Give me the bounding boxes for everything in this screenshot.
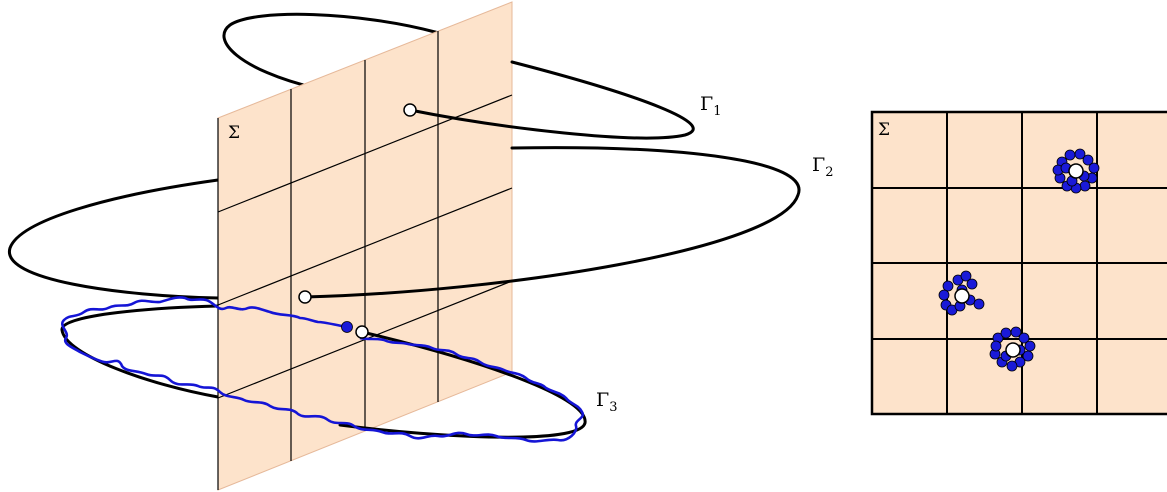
hit-cluster-3 bbox=[989, 326, 1036, 372]
sigma-section-grid bbox=[872, 112, 1167, 414]
orbit-gamma2-back bbox=[8, 178, 220, 300]
intersection-point-gamma3 bbox=[355, 325, 369, 339]
left-figure: Σ Γ1 Γ2 Γ3 bbox=[8, 1, 833, 491]
right-figure: Σ bbox=[870, 110, 1167, 416]
orbit-gamma1-front bbox=[408, 60, 695, 140]
noisy-intersection-point bbox=[341, 321, 353, 333]
orbit-gamma2-front bbox=[303, 146, 801, 299]
gamma2-label: Γ2 bbox=[812, 154, 833, 180]
noisy-trajectory bbox=[61, 296, 585, 443]
gamma3-label: Γ3 bbox=[596, 389, 617, 415]
orbit-gamma3-back bbox=[60, 304, 220, 399]
orbit-gamma1-back bbox=[222, 12, 437, 90]
hit-cluster-1 bbox=[1052, 148, 1100, 194]
sigma-label-right: Σ bbox=[878, 120, 890, 140]
sigma-label-left: Σ bbox=[228, 123, 240, 143]
intersection-point-gamma2 bbox=[298, 290, 312, 304]
orbit-gamma3-front bbox=[338, 330, 587, 439]
fixed-point-1 bbox=[1068, 163, 1084, 179]
hit-cluster-2 bbox=[938, 270, 985, 316]
fixed-point-2 bbox=[954, 288, 970, 304]
gamma1-label: Γ1 bbox=[700, 93, 721, 119]
fixed-point-3 bbox=[1005, 342, 1021, 358]
intersection-point-gamma1 bbox=[403, 103, 417, 117]
